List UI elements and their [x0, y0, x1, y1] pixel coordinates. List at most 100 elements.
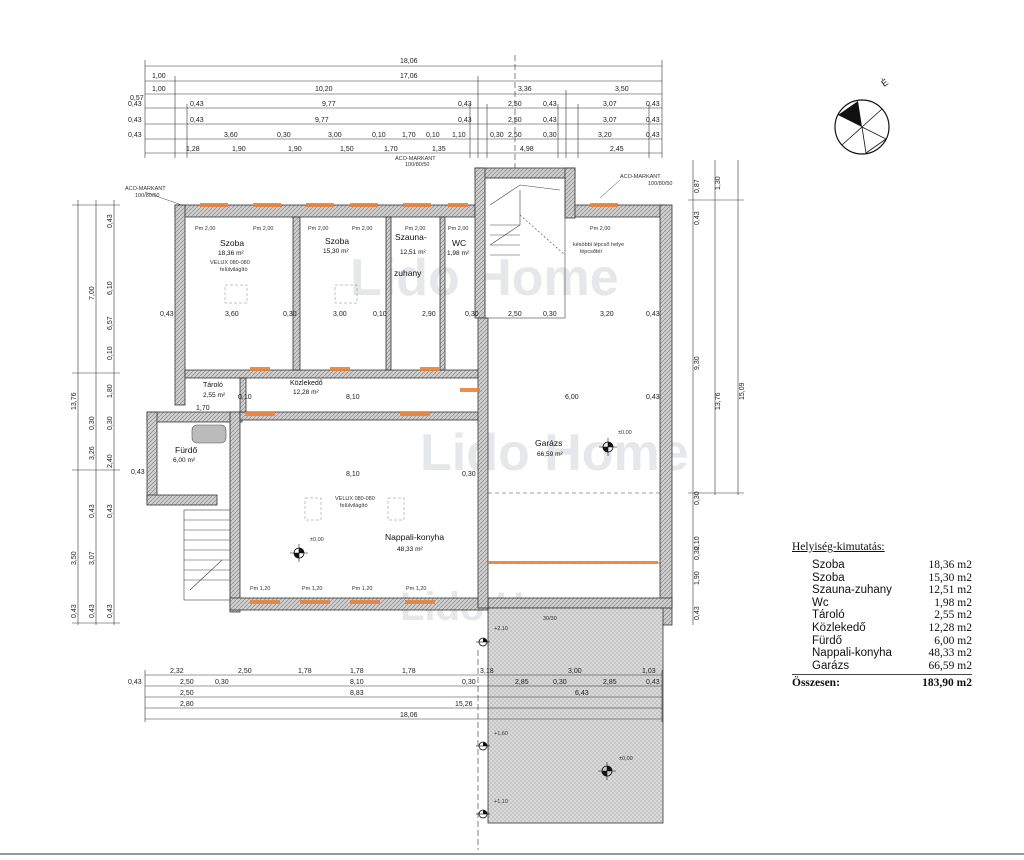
dim-text: 8,10 [350, 679, 364, 686]
dim-text: 0,43 [128, 101, 142, 108]
dim-top-r1-1: 17,06 [400, 73, 418, 80]
bottom-dimension-texts: 2,32 2,50 1,78 1,78 1,78 3,18 3,00 1,03 … [128, 668, 660, 719]
level-marker-icon [598, 762, 616, 780]
dim-text: 1,70 [196, 405, 210, 412]
dim-text: 0,30 [543, 132, 557, 139]
level-marker-icon [476, 741, 490, 751]
aco-labels: ACO-MARKANT 100/80/50 ACO-MARKANT 100/80… [125, 156, 672, 209]
dim-text: 3,18 [480, 668, 494, 675]
wall [184, 369, 486, 379]
dim-text: 0,43 [543, 117, 557, 124]
room-name: Fürdő [175, 445, 197, 455]
dim-text: 0,30 [694, 491, 701, 505]
schedule-room-name: Tároló [812, 609, 845, 622]
dim-text: 2,90 [422, 311, 436, 318]
dim-top-overall: 18,06 [400, 58, 418, 65]
schedule-room-area: 15,30 m2 [928, 571, 972, 584]
dim-text: 0,30 [694, 546, 701, 560]
dim-text: 1,78 [298, 668, 312, 675]
driveway-area [487, 607, 664, 824]
dim-text: 2,50 [180, 690, 194, 697]
wall [564, 167, 576, 219]
dim-text: 3,50 [71, 551, 78, 565]
wall [239, 411, 486, 421]
dim-text: 0,30 [107, 416, 114, 430]
stair-note-2: lépcsőtér [580, 249, 602, 255]
room-area: 15,30 m² [323, 248, 349, 255]
room-area: 48,33 m² [397, 546, 423, 553]
pm-label: Pm 1,20 [250, 586, 270, 592]
dim-text: 9,77 [315, 117, 329, 124]
bottom-rule [0, 853, 1024, 855]
room-name: Szoba [220, 238, 244, 248]
schedule-room-area: 1,98 m2 [934, 596, 972, 609]
velux-sub: felülvilágító [340, 503, 368, 509]
room-name: Tároló [203, 382, 223, 389]
watermark-group: Lido Home Lido Home Lido Home [350, 249, 689, 629]
velux-sub: felülvilágító [220, 267, 248, 273]
pm-label: Pm 2,00 [253, 226, 273, 232]
wall [146, 411, 243, 423]
pm-label: Pm 2,00 [308, 226, 328, 232]
dim-text: 2,50 [508, 117, 522, 124]
schedule-room-area: 12,28 m2 [928, 621, 972, 634]
room-area: 1,98 m² [447, 250, 470, 257]
dim-text: 1,90 [232, 146, 246, 153]
level-text: ±0,00 [310, 537, 324, 543]
wall [385, 216, 392, 371]
dim-text: 0,87 [694, 179, 701, 193]
dim-text: 1,70 [402, 132, 416, 139]
wall [477, 317, 489, 609]
schedule-room-name: Garázs [812, 659, 850, 672]
level-text: ±0,00 [618, 430, 632, 436]
left-dimension-texts: 13,76 7,00 6,57 3,26 3,50 3,07 0,43 6,10… [71, 214, 114, 618]
dim-text: 13,76 [71, 392, 78, 410]
room-name: Nappali-konyha [385, 532, 444, 542]
wall [174, 204, 186, 406]
dim-top-r3-0: 0,57 [130, 95, 144, 102]
velux-skylights: VELUX 080-080 felülvilágító VELUX 080-08… [210, 260, 405, 521]
dim-text: 0,10 [372, 132, 386, 139]
dim-text: 8,83 [350, 690, 364, 697]
interior-dimension-texts: 3,60 0,30 3,00 0,10 2,90 0,30 2,50 0,30 … [131, 311, 660, 478]
aco-size: 100/80/50 [135, 193, 159, 199]
dim-top-r2-1: 10,20 [315, 86, 333, 93]
room-area: 18,36 m² [218, 250, 244, 257]
dim-text: 3,20 [600, 311, 614, 318]
dim-text: 9,30 [694, 356, 701, 370]
dim-text: 3,26 [89, 446, 96, 460]
dim-top-r2-0: 1,00 [152, 86, 166, 93]
opening-markers [200, 203, 658, 604]
dim-text: 2,85 [603, 679, 617, 686]
dim-text: 0,30 [215, 679, 229, 686]
dim-text: 0,43 [128, 132, 142, 139]
dim-text: 8,10 [346, 471, 360, 478]
pm-label: Pm 2,00 [352, 226, 372, 232]
dim-text: 0,30 [277, 132, 291, 139]
dim-text: 0,10 [238, 394, 252, 401]
stairwell [484, 177, 566, 319]
wall [292, 216, 301, 371]
dim-text: 18,06 [400, 712, 418, 719]
schedule-title: Helyiség-kimutatás: [792, 541, 885, 553]
dim-text: 0,30 [462, 471, 476, 478]
level-marker-icon [290, 544, 308, 562]
dim-text: 2,50 [238, 668, 252, 675]
dim-text: 3,20 [598, 132, 612, 139]
dim-text: 1,30 [715, 176, 722, 190]
dim-text: 1,35 [432, 146, 446, 153]
schedule-total-row: Összesen:183,90 m2 [792, 674, 972, 689]
dim-text: 0,43 [646, 679, 660, 686]
level-markers: ±0,00 ±0,00 ±0,00 +2,10 +1,60 [290, 430, 633, 819]
right-dimension-lines [688, 160, 744, 625]
dim-text: 0,10 [107, 346, 114, 360]
dim-top-r2-2: 3,36 [518, 86, 532, 93]
dim-text: 2,80 [180, 701, 194, 708]
schedule-room-name: Fürdő [812, 634, 843, 647]
room-area: 2,55 m² [203, 392, 226, 399]
